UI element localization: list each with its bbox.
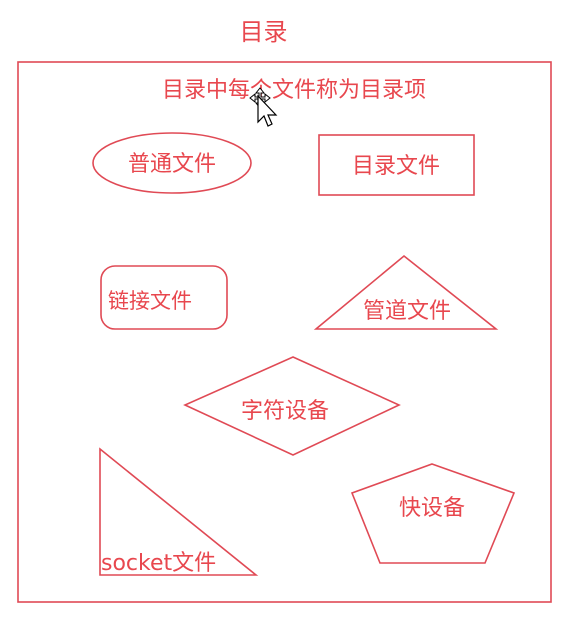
socket-file-right-triangle: [99, 447, 259, 576]
directory-file-label: 目录文件: [352, 154, 440, 179]
directory-container: [17, 61, 552, 603]
directory-file-rect: [318, 134, 475, 196]
diagram-title: 目录: [239, 18, 288, 46]
move-cursor-icon: [249, 87, 278, 127]
char-device-label: 字符设备: [241, 399, 329, 424]
pipe-file-triangle: [313, 254, 499, 330]
char-device-diamond: [183, 356, 401, 456]
pipe-file-label: 管道文件: [363, 299, 451, 324]
link-file-label: 链接文件: [108, 289, 192, 313]
container-caption: 目录中每个文件称为目录项: [162, 78, 426, 103]
regular-file-ellipse: [92, 132, 252, 194]
block-device-pentagon: [350, 463, 516, 564]
socket-file-label: socket文件: [101, 551, 216, 576]
block-device-label: 快设备: [399, 496, 465, 521]
link-file-rounded-rect: [100, 265, 228, 330]
regular-file-label: 普通文件: [128, 152, 216, 177]
